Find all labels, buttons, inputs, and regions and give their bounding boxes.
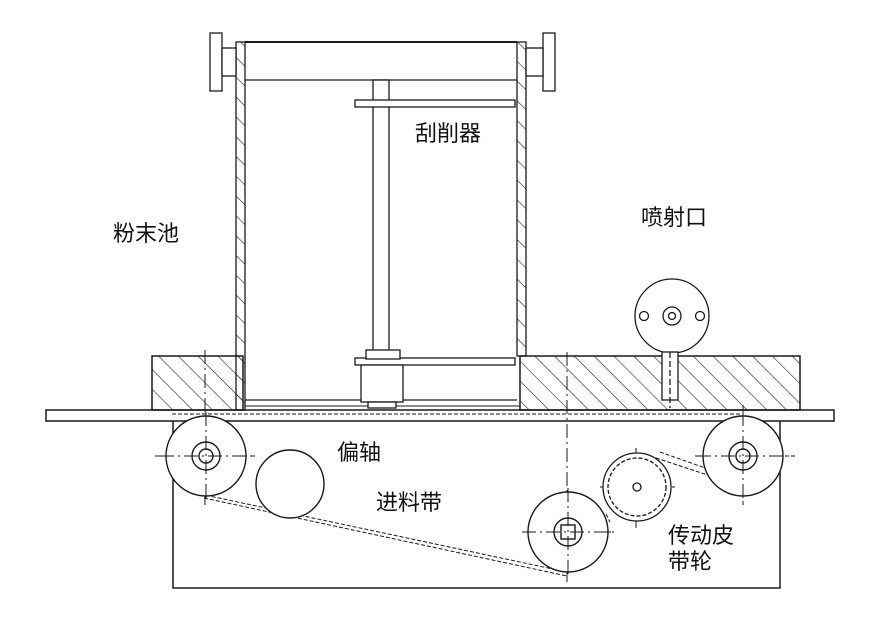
- drive-pulley: [602, 452, 672, 522]
- label-scraper: 刮削器: [415, 122, 482, 147]
- right-support-block: [519, 355, 801, 411]
- label-drive-pulley: 传动皮 带轮: [668, 524, 734, 576]
- label-drive-pulley-line1: 传动皮: [668, 524, 735, 549]
- feed-belt: [172, 413, 740, 577]
- label-powder-pool: 粉末池: [113, 222, 180, 247]
- eccentric-shaft: [255, 449, 325, 519]
- vessel-right-wall: [516, 41, 527, 357]
- label-eccentric-shaft: 偏轴: [337, 441, 382, 466]
- nozzle: [634, 278, 710, 408]
- right-flange: [525, 32, 556, 92]
- label-drive-pulley-line2: 带轮: [668, 549, 713, 575]
- left-support-block: [151, 355, 244, 411]
- scraper-assembly: [354, 79, 516, 409]
- label-nozzle: 喷射口: [641, 206, 708, 231]
- label-feed-belt: 进料带: [376, 491, 443, 516]
- left-flange: [209, 32, 237, 92]
- roller-center-marks: [160, 412, 790, 578]
- base-plate: [45, 409, 835, 422]
- vessel-left-wall: [235, 41, 246, 411]
